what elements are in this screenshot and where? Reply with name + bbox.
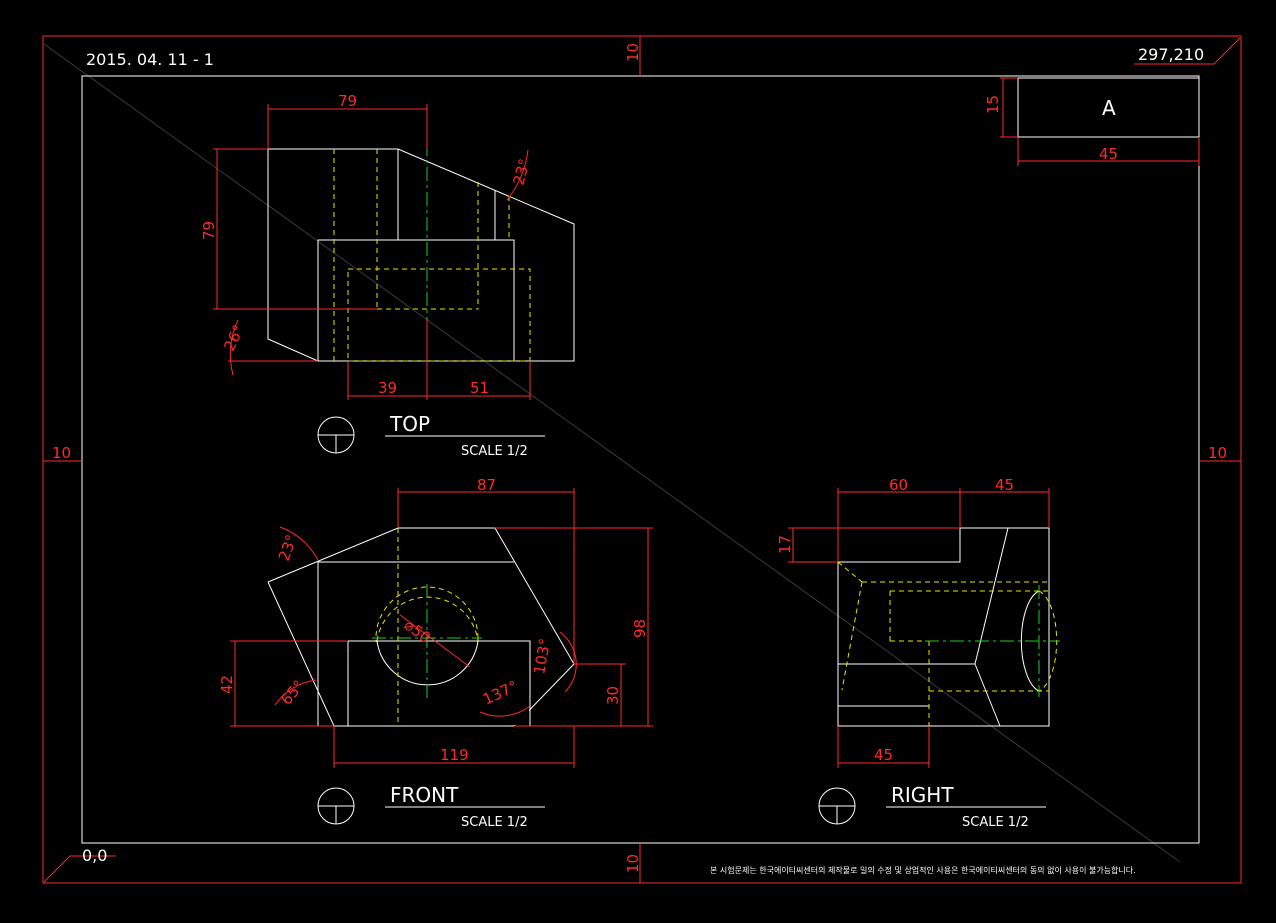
front-dim-65-arc bbox=[274, 679, 317, 706]
right-hole-front bbox=[1020, 590, 1040, 692]
sheet-outer-border bbox=[42, 35, 1242, 884]
title-width-dim: 45 bbox=[1099, 145, 1118, 163]
size-leader bbox=[1134, 37, 1241, 65]
front-dim-height-right: 98 bbox=[631, 619, 649, 638]
right-slant-1 bbox=[974, 527, 1009, 665]
right-view-scale: SCALE 1/2 bbox=[962, 815, 1029, 830]
front-dim-width-bottom: 119 bbox=[440, 746, 469, 764]
top-view-scale: SCALE 1/2 bbox=[461, 444, 528, 459]
title-block-box bbox=[1017, 77, 1200, 138]
top-dim-height: 79 bbox=[200, 221, 218, 240]
right-hidden-7 bbox=[837, 561, 863, 583]
title-height-dim: 15 bbox=[984, 95, 1002, 114]
front-dim-angle-right: 103° bbox=[530, 637, 554, 676]
top-inner-rect bbox=[317, 239, 515, 362]
front-view bbox=[230, 488, 653, 825]
front-diameter-leader bbox=[399, 614, 471, 668]
top-dim-width: 79 bbox=[338, 92, 357, 110]
top-dim-26-arc bbox=[229, 319, 239, 376]
front-dim-width: 87 bbox=[477, 476, 496, 494]
date-label: 2015. 04. 11 - 1 bbox=[86, 50, 214, 69]
top-dim-angle-right: 23° bbox=[509, 157, 533, 187]
copyright-note: 본 시험문제는 한국에이티씨센터의 제작물로 일의 수정 및 상업적인 사용은 … bbox=[710, 865, 1136, 875]
right-view-outline bbox=[837, 527, 1050, 727]
right-view-title: RIGHT bbox=[891, 783, 954, 807]
front-view-scale: SCALE 1/2 bbox=[461, 815, 528, 830]
front-dim-23-arc bbox=[279, 526, 319, 561]
title-letter: A bbox=[1102, 96, 1116, 120]
size-label: 297,210 bbox=[1138, 45, 1204, 64]
front-view-title: FRONT bbox=[390, 783, 459, 807]
top-view bbox=[213, 104, 575, 454]
right-dim-width-left: 60 bbox=[889, 476, 908, 494]
front-slot-outline bbox=[347, 640, 531, 727]
construction-diagonal bbox=[43, 43, 1181, 863]
front-dim-height-right-small: 30 bbox=[604, 686, 622, 705]
margin-left-label: 10 bbox=[52, 444, 71, 462]
front-dim-angle-top-left: 23° bbox=[275, 532, 301, 563]
top-view-title: TOP bbox=[389, 412, 430, 436]
front-dim-137-arc bbox=[479, 705, 531, 717]
right-dim-width-right: 45 bbox=[995, 476, 1014, 494]
right-hidden-8 bbox=[841, 581, 863, 691]
right-slant-2 bbox=[974, 663, 1001, 727]
origin-leader bbox=[43, 855, 116, 883]
right-dim-height: 17 bbox=[776, 535, 794, 554]
origin-label: 0,0 bbox=[82, 846, 107, 865]
front-dim-height-left: 42 bbox=[218, 675, 236, 694]
front-dim-angle-left: 65° bbox=[277, 677, 308, 709]
margin-top-label: 10 bbox=[624, 43, 642, 62]
top-dim-angle-left: 26° bbox=[220, 322, 248, 354]
margin-bottom-label: 10 bbox=[624, 854, 642, 873]
top-dim-bottom-right: 51 bbox=[470, 379, 489, 397]
top-dim-23-arc bbox=[506, 149, 529, 201]
sheet-inner-border bbox=[81, 75, 1200, 844]
right-view bbox=[788, 488, 1060, 825]
right-dim-width-bottom: 45 bbox=[874, 746, 893, 764]
top-hidden-5 bbox=[347, 268, 531, 362]
top-dim-bottom-left: 39 bbox=[378, 379, 397, 397]
margin-right-label: 10 bbox=[1208, 444, 1227, 462]
front-dim-103-arc bbox=[559, 631, 577, 693]
